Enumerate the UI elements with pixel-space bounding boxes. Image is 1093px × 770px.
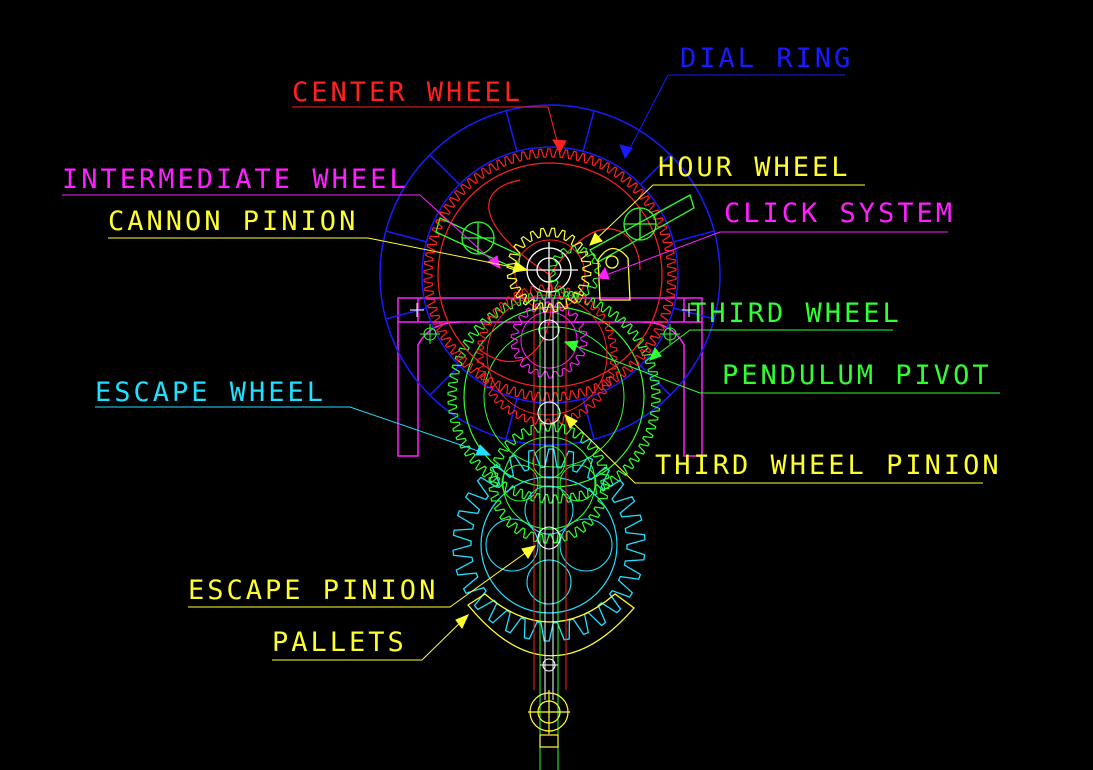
dial-ring-division [582,398,595,440]
hour-wheel [506,227,592,313]
dial-ring-division [582,110,595,152]
label-pendulum-pivot: PENDULUM PIVOT [722,360,992,391]
pivot-markers [410,303,696,344]
dial-ring-division [429,154,461,186]
green-escape-mid-wheel [488,422,610,544]
dial-ring-division [639,154,671,186]
third-wheel [447,290,661,504]
label-third-wheel-pinion: THIRD WHEEL PINION [655,450,1002,481]
label-cannon-pinion: CANNON PINION [108,206,358,237]
label-click-system: CLICK SYSTEM [724,198,955,229]
label-center-wheel: CENTER WHEEL [292,77,523,108]
pendulum-rod [533,300,567,770]
label-dial-ring: DIAL RING [680,43,853,74]
label-intermediate-wheel: INTERMEDIATE WHEEL [62,164,409,195]
frame-plate [397,297,703,457]
dial-ring-division [505,110,518,152]
pallets [467,593,635,657]
callout-labels: DIAL RING CENTER WHEEL INTERMEDIATE WHEE… [62,43,1002,658]
dial-ring-division [505,398,518,440]
lower-red-wheel [476,284,618,426]
label-third-wheel: THIRD WHEEL [690,298,902,329]
label-escape-wheel: ESCAPE WHEEL [95,377,326,408]
label-pallets: PALLETS [272,627,407,658]
dial-ring-division [429,364,461,396]
small-green-pinion [548,245,602,299]
dial-ring-division [673,307,715,320]
leader-lines [62,74,1000,661]
pendulum-bob [528,690,570,748]
label-hour-wheel: HOUR WHEEL [658,152,851,183]
dial-ring-division [673,230,715,243]
label-escape-pinion: ESCAPE PINION [188,575,438,606]
dial-ring-division [385,230,427,243]
click-system [435,194,695,301]
rod-pinions [537,319,561,672]
